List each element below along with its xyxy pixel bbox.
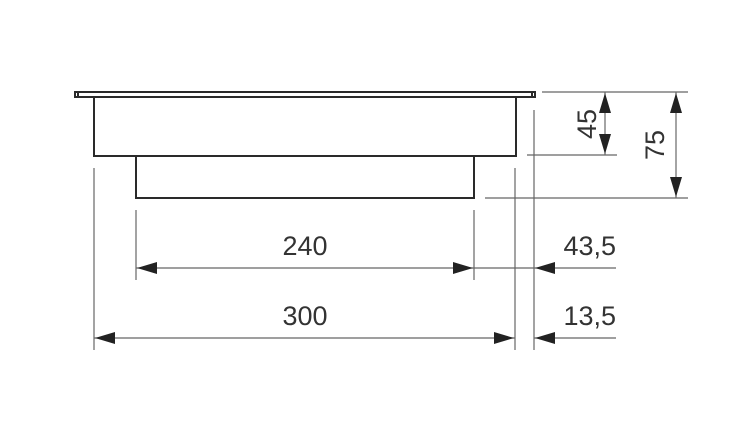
label-240: 240 xyxy=(282,231,327,261)
label-13-5: 13,5 xyxy=(563,301,616,331)
extension-lines xyxy=(93,91,688,350)
dimension-45: 45 xyxy=(572,92,611,155)
dimension-75: 75 xyxy=(640,92,682,198)
label-43-5: 43,5 xyxy=(563,231,616,261)
inner-body xyxy=(135,156,475,199)
object-outline xyxy=(74,91,536,199)
dimension-240: 240 xyxy=(136,231,474,274)
label-300: 300 xyxy=(282,301,327,331)
dimension-300: 300 xyxy=(94,301,515,344)
outer-body xyxy=(93,97,517,157)
label-75: 75 xyxy=(640,130,670,160)
label-45: 45 xyxy=(572,109,602,139)
dimension-13-5: 13,5 xyxy=(534,301,616,344)
top-plate xyxy=(74,91,536,98)
dimension-43-5: 43,5 xyxy=(474,231,616,274)
